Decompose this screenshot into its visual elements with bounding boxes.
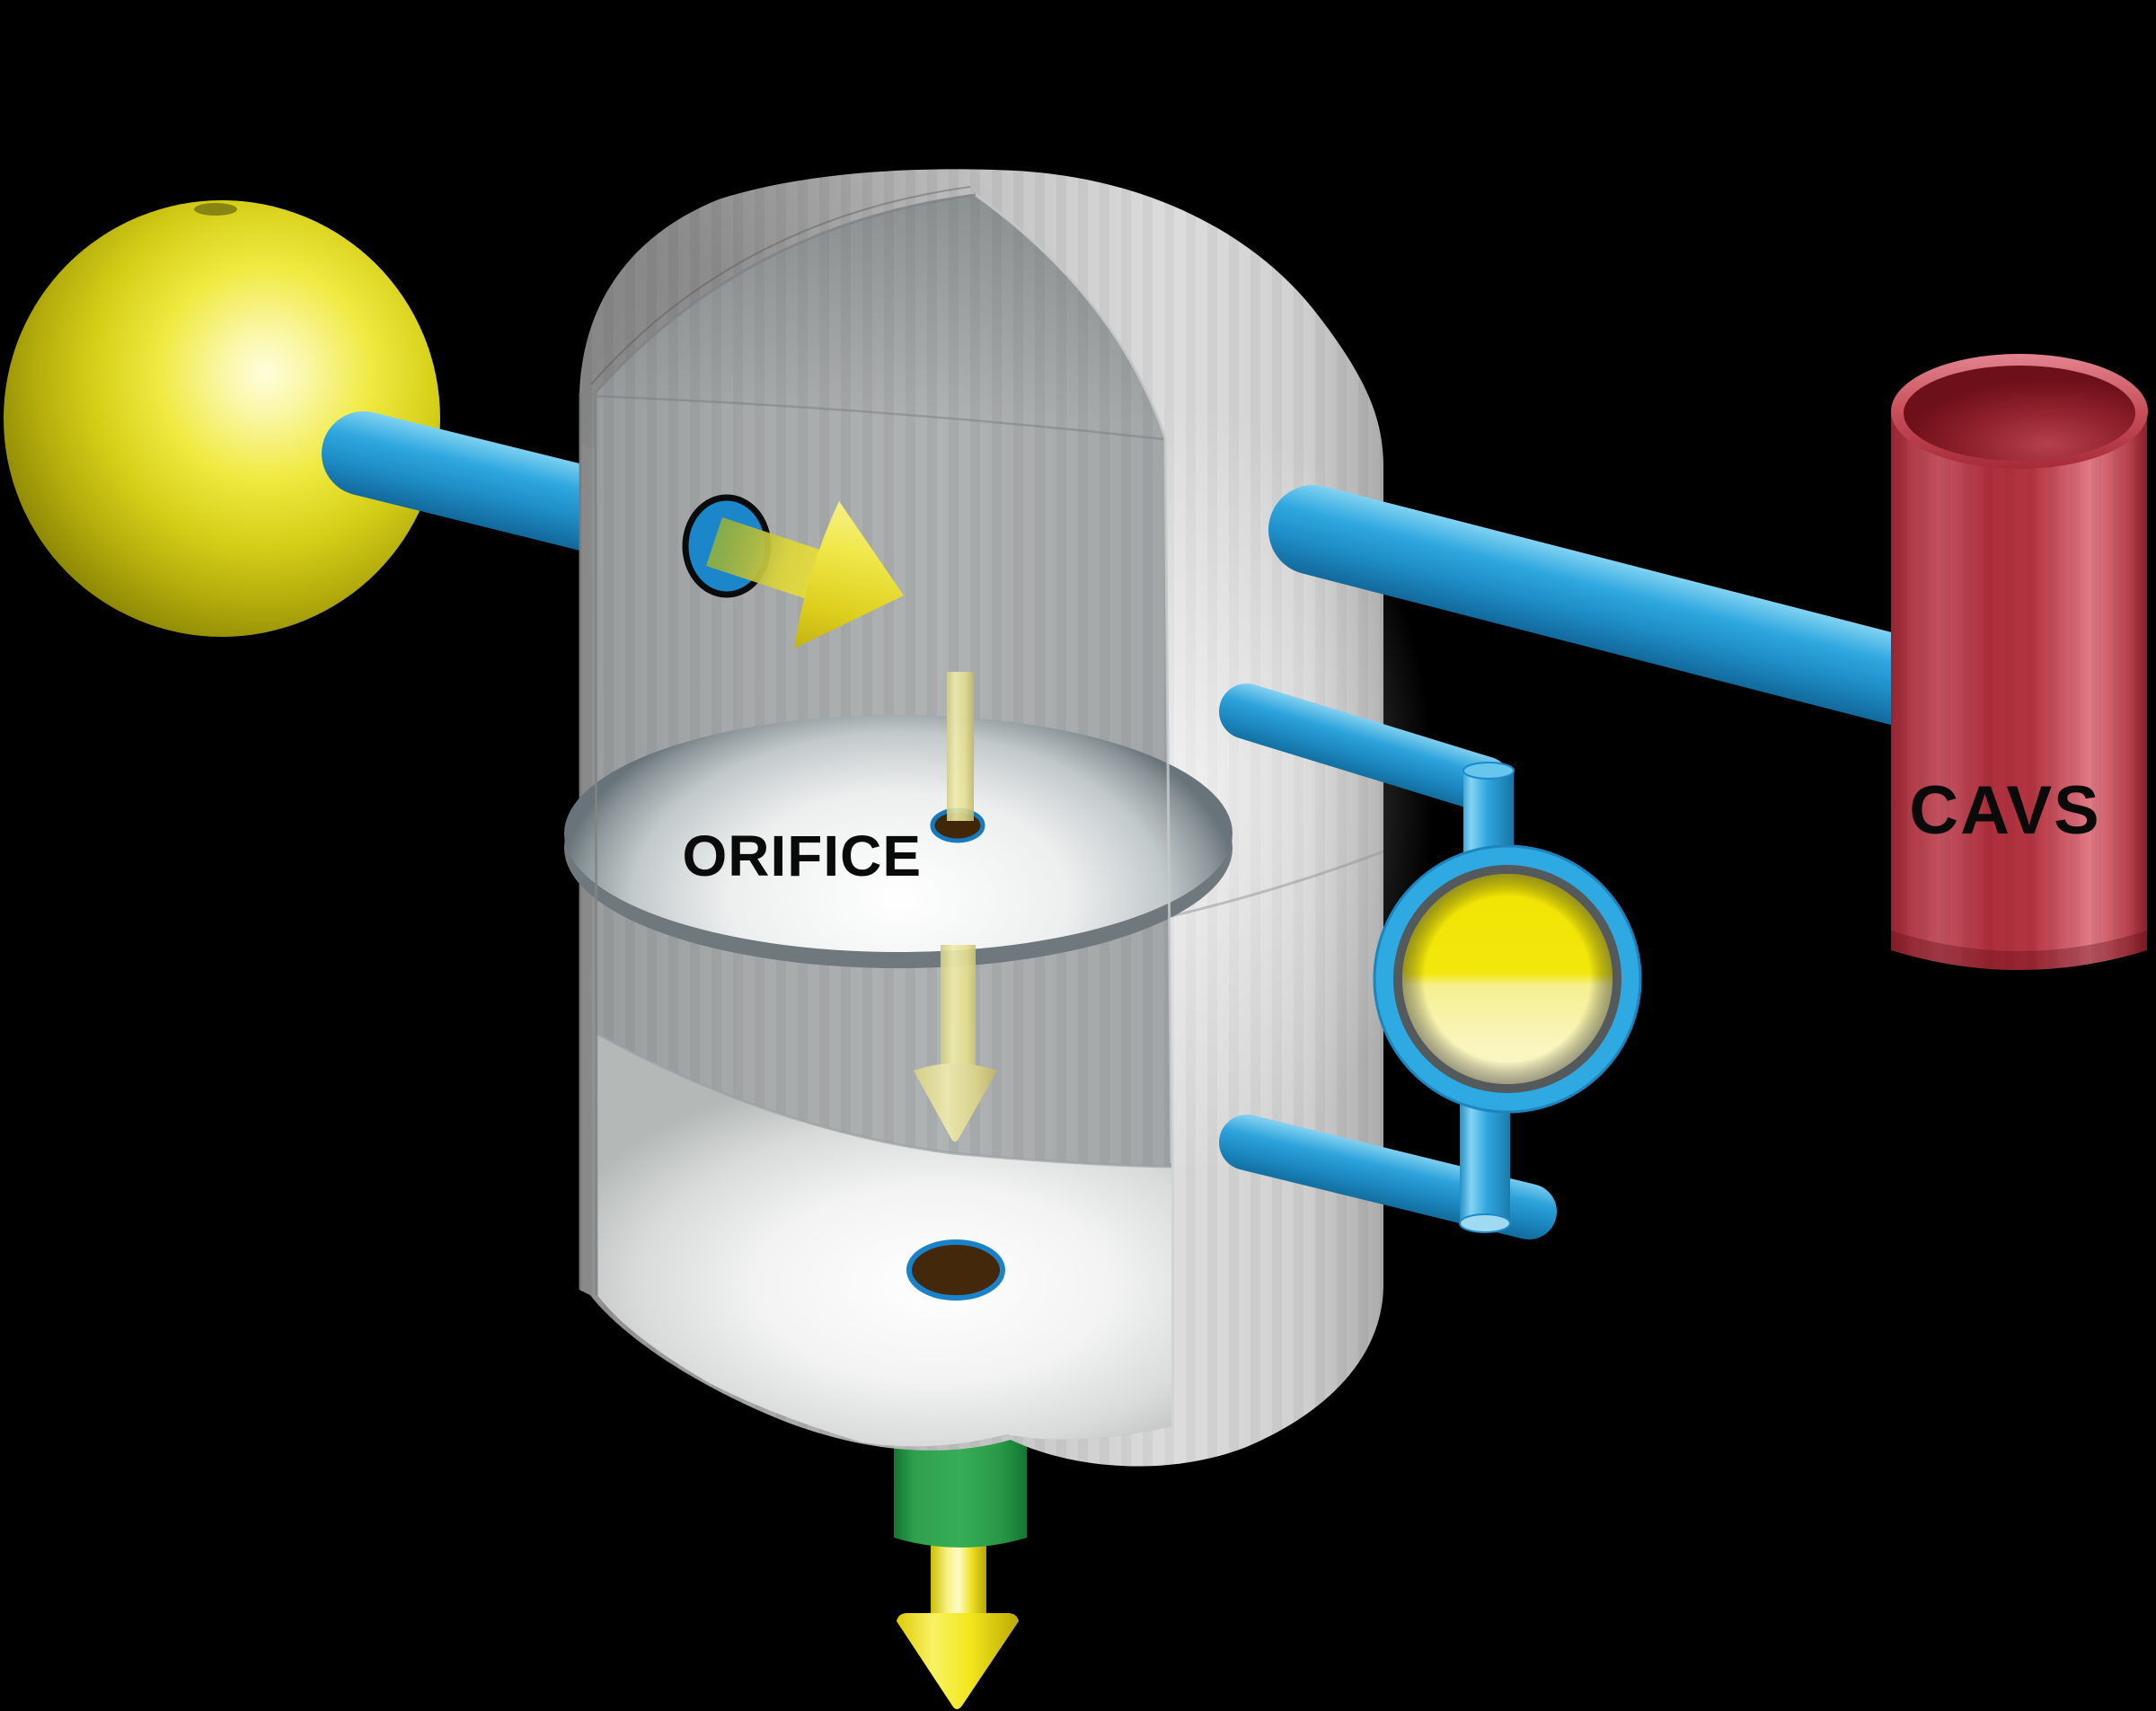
inlet-port-group: [682, 494, 904, 648]
pressure-vessel-shell: [579, 169, 1383, 1467]
gauge-stub-lower-cap: [1459, 1213, 1511, 1233]
drain-hole: [906, 1239, 1005, 1301]
downward-flow-rod: [947, 672, 974, 821]
upper-gauge-tap: [1219, 684, 1512, 812]
cavs-bottom-shade: [1891, 930, 2147, 970]
orifice-label: ORIFICE: [682, 824, 922, 888]
float-sphere-nub: [194, 203, 237, 216]
outlet-pipe: [1268, 485, 1945, 726]
vessel-interior: ORIFICE: [590, 186, 1173, 1447]
downward-flow-arrow: [914, 945, 997, 1142]
cut-edge-left: [594, 193, 976, 1296]
float-sphere-body: [4, 200, 440, 637]
inlet-flow-arrow-head: [794, 501, 904, 648]
level-sight-glass: [1373, 844, 1642, 1114]
gauge-stub-upper-cap: [1462, 762, 1515, 780]
level-gauge: [1219, 684, 1642, 1239]
drain-nozzle-green: [894, 1421, 1027, 1548]
sight-glass-vignette: [1402, 874, 1613, 1084]
drain-arrow-head: [897, 1613, 1019, 1709]
cut-edge-left-outer: [590, 186, 971, 385]
cut-edge-right: [975, 193, 1173, 1164]
inlet-flow-arrow-shaft: [706, 517, 826, 600]
cavs-opening: [1904, 366, 2135, 461]
float-sphere: [4, 200, 440, 637]
cavs-cylinder: CAVS: [1891, 354, 2148, 970]
cavs-label: CAVS: [1909, 772, 2101, 849]
